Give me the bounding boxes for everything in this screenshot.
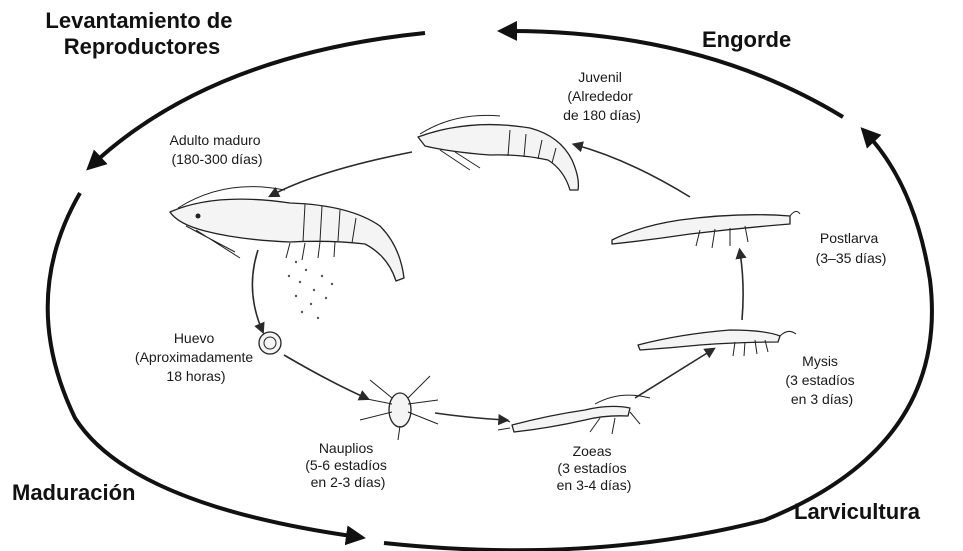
stage-label-juvenile: Juvenil (Alrededor de 180 días) bbox=[563, 69, 641, 123]
egg-illustration bbox=[259, 332, 281, 354]
adult-shrimp-illustration bbox=[170, 187, 404, 281]
outer-cycle bbox=[48, 31, 932, 550]
arrow-adult-to-egg bbox=[252, 250, 262, 330]
arrow-juvenile-to-adult bbox=[272, 152, 412, 195]
stage-label-mysis: Mysis (3 estadíos en 3 días) bbox=[785, 353, 858, 407]
arc-growout-to-broodstock bbox=[505, 31, 843, 117]
arrow-mysis-to-postlarva bbox=[740, 252, 743, 320]
stage-label-egg: Huevo (Aproximadamente 18 horas) bbox=[135, 330, 257, 384]
nauplius-illustration bbox=[360, 376, 438, 440]
phase-label-maturation: Maduración bbox=[12, 480, 135, 505]
postlarva-illustration bbox=[612, 211, 800, 248]
stage-label-adult: Adulto maduro (180-300 días) bbox=[170, 132, 265, 167]
stage-label-zoea: Zoeas (3 estadíos en 3-4 días) bbox=[557, 443, 632, 493]
arrow-egg-to-nauplius bbox=[284, 355, 366, 398]
zoea-illustration bbox=[498, 395, 650, 434]
stage-label-postlarva: Postlarva (3–35 días) bbox=[816, 230, 887, 266]
arrow-postlarva-to-juvenile bbox=[576, 145, 690, 197]
phase-label-growout: Engorde bbox=[702, 27, 791, 52]
phase-label-broodstock: Levantamiento de Reproductores bbox=[45, 8, 238, 59]
inner-cycle bbox=[252, 145, 743, 420]
egg-cloud bbox=[288, 261, 333, 319]
stage-label-nauplius: Nauplios (5-6 estadíos en 2-3 días) bbox=[305, 440, 391, 490]
arrow-zoea-to-mysis bbox=[635, 350, 712, 398]
arrow-nauplius-to-zoea bbox=[435, 413, 505, 420]
phase-label-larviculture: Larvicultura bbox=[794, 499, 921, 524]
mysis-illustration bbox=[638, 330, 796, 356]
juvenile-shrimp-illustration bbox=[418, 115, 578, 190]
